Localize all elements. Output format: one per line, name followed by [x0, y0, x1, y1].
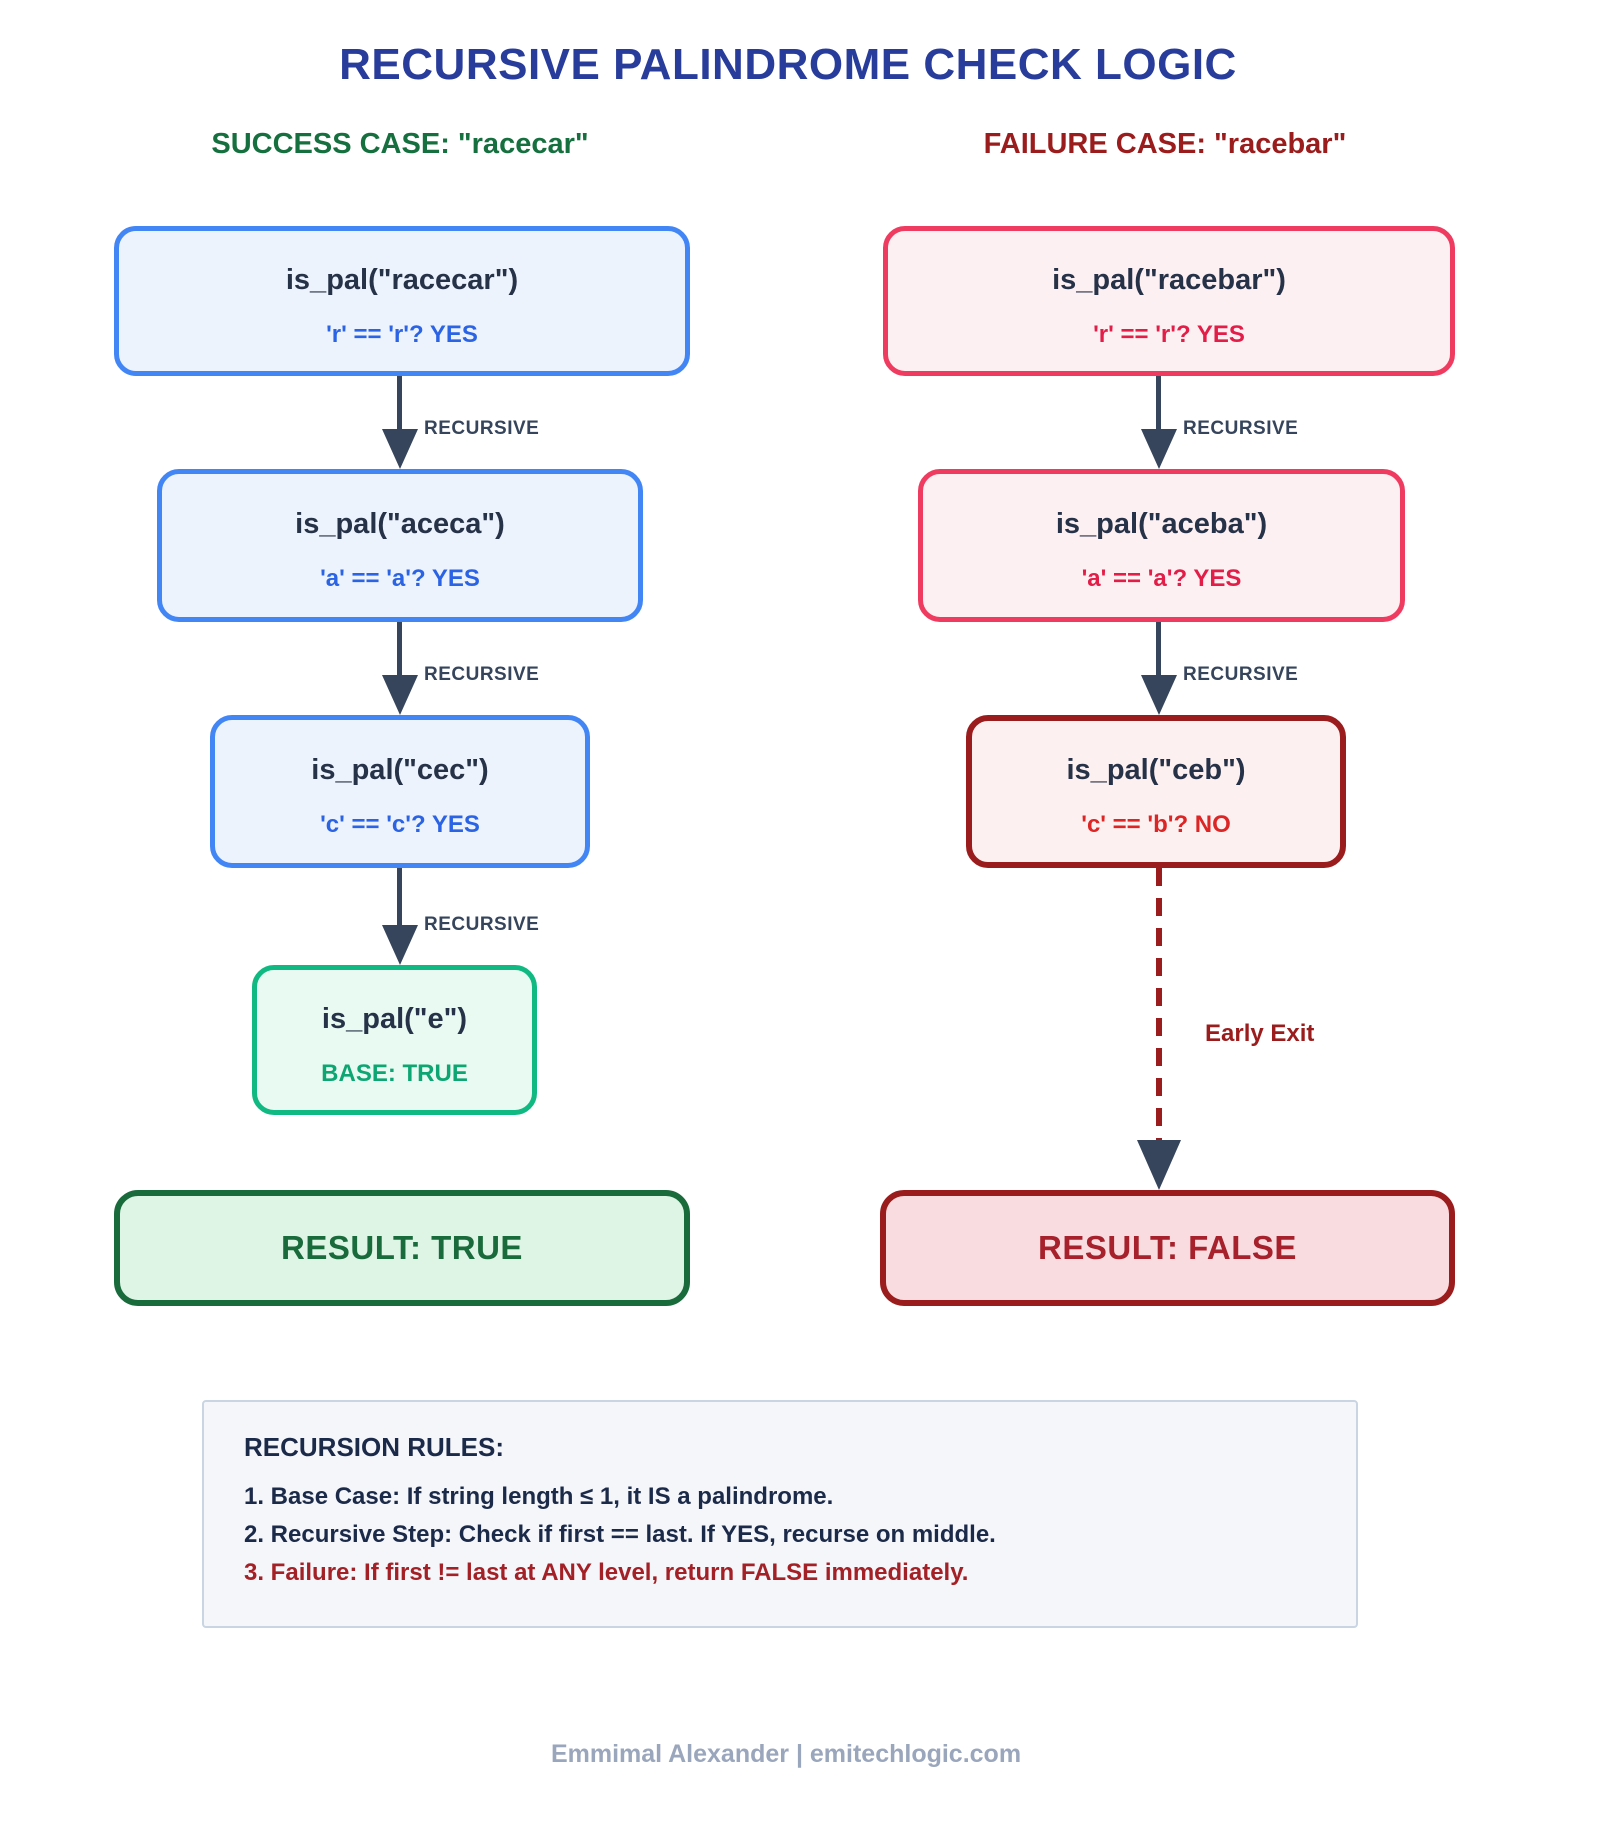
success-call-box-racecar: is_pal("racecar") 'r' == 'r'? YES — [114, 226, 690, 376]
rules-heading: RECURSION RULES: — [244, 1432, 505, 1462]
page-title: RECURSIVE PALINDROME CHECK LOGIC — [339, 40, 1237, 89]
arrow-down-icon — [1137, 1140, 1181, 1190]
check-text: 'c' == 'b'? NO — [1081, 811, 1231, 838]
call-text: is_pal("e") — [321, 1002, 468, 1035]
rules-list: 1. Base Case: If string length ≤ 1, it I… — [244, 1478, 996, 1592]
check-text: 'r' == 'r'? YES — [326, 320, 478, 348]
rule-item-base-case: 1. Base Case: If string length ≤ 1, it I… — [244, 1483, 834, 1510]
recursive-label: RECURSIVE — [424, 664, 540, 685]
success-call-box-cec: is_pal("cec") 'c' == 'c'? YES — [210, 715, 590, 868]
recursive-label: RECURSIVE — [1183, 664, 1299, 685]
dashed-line — [1156, 868, 1162, 1140]
arrow-down-icon — [382, 429, 418, 469]
early-exit-label: Early Exit — [1205, 1020, 1315, 1047]
rule-item-failure: 3. Failure: If first != last at ANY leve… — [244, 1559, 969, 1586]
footer-credit: Emmimal Alexander | emitechlogic.com — [550, 1740, 1022, 1768]
recursive-label: RECURSIVE — [424, 914, 540, 935]
result-text: RESULT: FALSE — [1038, 1229, 1297, 1266]
rule-item-recursive-step: 2. Recursive Step: Check if first == las… — [244, 1521, 996, 1548]
recursion-rules-panel — [202, 1400, 1358, 1628]
check-text: 'r' == 'r'? YES — [1093, 320, 1245, 348]
arrow-shaft — [1156, 376, 1161, 431]
arrow-shaft — [1156, 622, 1161, 677]
result-false-box: RESULT: FALSE — [880, 1190, 1455, 1306]
arrow-down-icon — [382, 925, 418, 965]
success-base-case-box: is_pal("e") BASE: TRUE — [252, 965, 537, 1115]
call-text: is_pal("racecar") — [285, 263, 519, 296]
check-text: 'a' == 'a'? YES — [320, 565, 480, 592]
result-text: RESULT: TRUE — [281, 1229, 523, 1266]
failure-case-label: FAILURE CASE: "racebar" — [983, 128, 1347, 160]
failure-call-box-aceba: is_pal("aceba") 'a' == 'a'? YES — [918, 469, 1405, 622]
call-text: is_pal("racebar") — [1052, 263, 1286, 296]
result-true-box: RESULT: TRUE — [114, 1190, 690, 1306]
failure-call-box-ceb: is_pal("ceb") 'c' == 'b'? NO — [966, 715, 1346, 868]
call-text: is_pal("ceb") — [1066, 754, 1246, 786]
arrow-shaft — [397, 622, 402, 677]
call-text: is_pal("aceba") — [1055, 508, 1268, 540]
call-text: is_pal("aceca") — [295, 508, 505, 540]
arrow-shaft — [397, 868, 402, 927]
success-call-box-aceca: is_pal("aceca") 'a' == 'a'? YES — [157, 469, 643, 622]
arrow-down-icon — [1141, 675, 1177, 715]
arrow-down-icon — [1141, 429, 1177, 469]
check-text: 'a' == 'a'? YES — [1081, 565, 1242, 592]
check-text: 'c' == 'c'? YES — [320, 811, 480, 838]
failure-call-box-racebar: is_pal("racebar") 'r' == 'r'? YES — [883, 226, 1455, 376]
recursive-label: RECURSIVE — [1183, 418, 1299, 439]
check-text: BASE: TRUE — [321, 1059, 468, 1087]
arrow-down-icon — [382, 675, 418, 715]
arrow-shaft — [397, 376, 402, 431]
success-case-label: SUCCESS CASE: "racecar" — [211, 128, 589, 160]
call-text: is_pal("cec") — [311, 754, 489, 786]
recursive-label: RECURSIVE — [424, 418, 540, 439]
